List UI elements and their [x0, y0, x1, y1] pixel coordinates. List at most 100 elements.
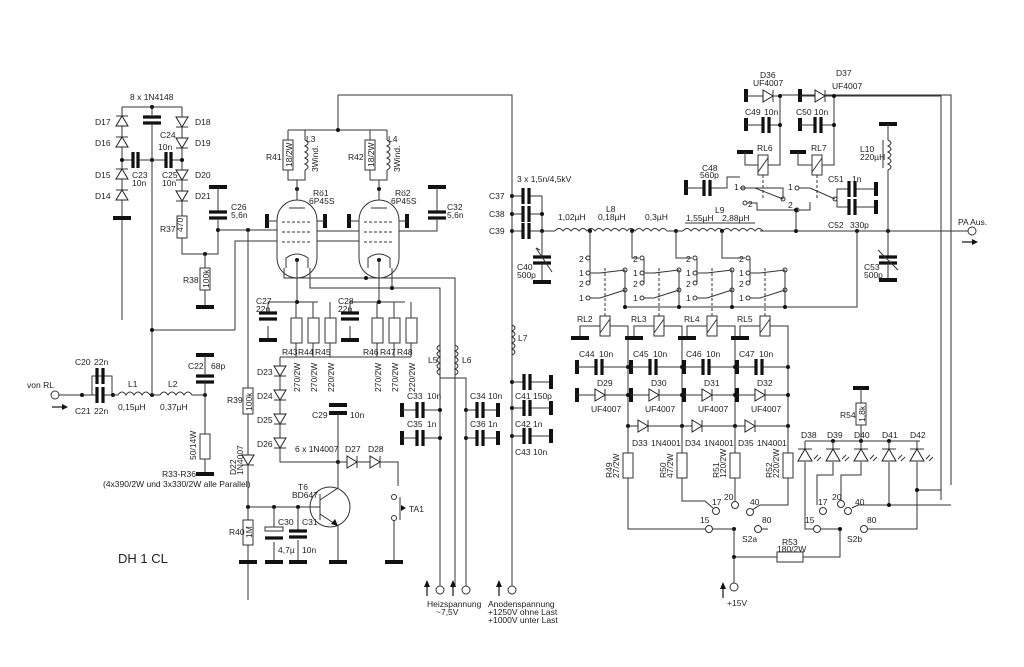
c50-label: C50 — [796, 107, 812, 117]
c22-label: C22 — [188, 361, 204, 371]
rl4-label: RL4 — [684, 314, 700, 324]
d28-label: D28 — [368, 444, 384, 454]
c34-label: C34 — [470, 391, 486, 401]
rl7-label: RL7 — [811, 143, 827, 153]
r39-label: R39 — [227, 395, 243, 405]
anode-terminal[interactable] — [507, 585, 517, 595]
c24-label: C24 — [160, 130, 176, 140]
s2b-label-20: 20 — [832, 492, 842, 502]
r42-value: 18/2W — [366, 142, 376, 167]
resistor-r49 — [622, 452, 634, 479]
t6-value: BD647 — [292, 490, 318, 500]
s2a-label-20: 20 — [724, 492, 734, 502]
c51-value: 1n — [852, 174, 862, 184]
s2a-label: S2a — [742, 534, 757, 544]
s2a-pos-17[interactable] — [712, 507, 720, 515]
d27-label: D27 — [345, 444, 361, 454]
d35-value: 1N4001 — [757, 438, 787, 448]
d17-label: D17 — [95, 117, 111, 127]
s2a-label-15: 15 — [700, 515, 710, 525]
inductor-l3 — [303, 139, 309, 171]
d37-label: D37 — [836, 68, 852, 78]
c48-value: 560p — [700, 170, 719, 180]
c23-label: C23 — [132, 170, 148, 180]
led-d39 — [825, 441, 850, 462]
c37-c39-label: 3 x 1,5n/4,5kV — [517, 174, 572, 184]
c40-value: 500p — [517, 270, 536, 280]
rl4-contact-2b: 2 — [686, 279, 691, 289]
s2a-pos-80[interactable] — [754, 525, 762, 533]
c53-label: C53 — [864, 262, 880, 272]
s2b-pos-20[interactable] — [837, 500, 845, 508]
capacitor-c41-c43 — [510, 374, 553, 444]
l9-tap-b: 2,88µH — [722, 213, 750, 223]
cathode-network: C27 22n C28 22n R43 R44 R45 R46 R47 R48 … — [256, 296, 418, 392]
inductor-l9 — [682, 228, 960, 232]
led-d38 — [797, 441, 822, 462]
c31-label: C31 — [302, 517, 318, 527]
ro1-value: 6P45S — [309, 196, 335, 206]
heater-voltage: ~7,5V — [436, 607, 459, 617]
c34-value: 10n — [488, 391, 502, 401]
c27-label: C27 — [256, 296, 272, 306]
r44-label: R44 — [298, 347, 314, 357]
anode-label: Anodenspannung — [488, 599, 555, 609]
d33-value: 1N4001 — [651, 438, 681, 448]
c29-value: 10n — [350, 410, 364, 420]
s2b-pos-80[interactable] — [860, 525, 868, 533]
s2a-pos-20[interactable] — [731, 501, 739, 509]
r48-value: 220/2W — [407, 363, 417, 392]
c36-label: C36 — [470, 419, 486, 429]
d32-label: D32 — [757, 378, 773, 388]
l2-label: L2 — [168, 379, 178, 389]
inductor-l4 — [385, 139, 391, 171]
rl3-contact-1b: 1 — [633, 293, 638, 303]
rl4-contact-1a: 1 — [686, 268, 691, 278]
s2b-pos-15[interactable] — [813, 525, 821, 533]
rl2-contact-2a: 2 — [579, 254, 584, 264]
resistor-r43 — [290, 317, 303, 344]
s2a-pos-40[interactable] — [746, 508, 754, 516]
s2a-pos-15[interactable] — [705, 525, 713, 533]
d41-label: D41 — [882, 430, 898, 440]
r51-label: R51 — [711, 462, 721, 478]
d33-label: D33 — [632, 438, 648, 448]
heater-terminal-1[interactable] — [435, 585, 445, 595]
r41-label: R41 — [266, 152, 282, 162]
resistor-r44 — [307, 317, 320, 344]
heater-terminal-2[interactable] — [461, 585, 471, 595]
d30-label: D30 — [651, 378, 667, 388]
capacitor-c30 — [264, 526, 284, 532]
output-terminal[interactable] — [967, 226, 977, 236]
c52-label: C52 — [828, 220, 844, 230]
s2b-pos-17[interactable] — [819, 507, 827, 515]
resistor-r52 — [782, 452, 794, 479]
rl2-contact-1b: 1 — [579, 293, 584, 303]
pushbutton-ta1[interactable] — [401, 505, 406, 511]
r43-value: 270/2W — [292, 363, 302, 392]
l9-label: L9 — [715, 205, 725, 215]
rl6-label: RL6 — [757, 143, 773, 153]
input-filter: von RL C20 22n C21 22n L1 0,15µH L2 0,37… — [27, 328, 251, 489]
c21-label: C21 — [75, 406, 91, 416]
anode-voltage-noload: +1250V ohne Last — [488, 607, 558, 617]
r40-label: R40 — [229, 527, 245, 537]
d42-label: D42 — [910, 430, 926, 440]
rl7-contact-2: 2 — [788, 200, 793, 210]
input-terminal[interactable] — [50, 390, 60, 400]
c21-value: 22n — [94, 406, 108, 416]
r52-label: R52 — [764, 462, 774, 478]
r52-value: 220/2W — [771, 449, 781, 478]
rl3-label: RL3 — [631, 314, 647, 324]
s2b-pos-40[interactable] — [844, 507, 852, 515]
resistor-r47 — [388, 317, 401, 344]
inductor-l2 — [159, 391, 205, 396]
l4-value: 3Wind. — [392, 146, 402, 172]
rl7-contact-1: 1 — [788, 182, 793, 192]
c39-label: C39 — [489, 226, 505, 236]
c49-label: C49 — [745, 107, 761, 117]
supply-15v-terminal[interactable] — [729, 582, 739, 592]
rl3-contact-2b: 2 — [633, 279, 638, 289]
r50-value: 47/2W — [665, 453, 675, 478]
